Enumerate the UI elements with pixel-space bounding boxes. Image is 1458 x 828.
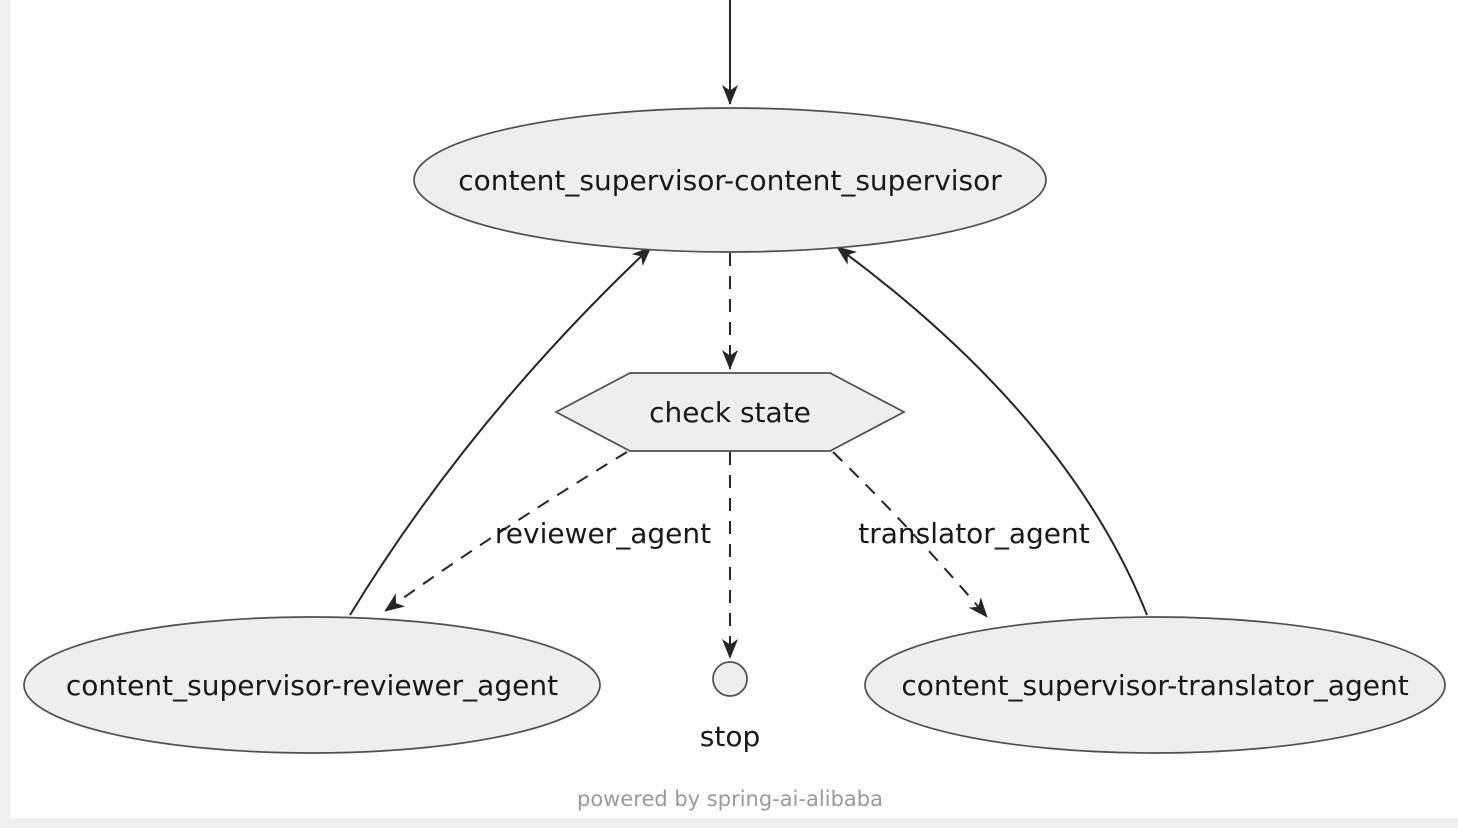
edge-translator-to-supervisor [836, 246, 1148, 616]
stop-circle [712, 661, 748, 697]
edge-reviewer-to-supervisor [349, 246, 652, 616]
supervisor-label: content_supervisor-content_supervisor [458, 164, 1002, 197]
node-translator-agent: content_supervisor-translator_agent [864, 616, 1446, 754]
stop-label: stop [700, 720, 760, 753]
translator-label: content_supervisor-translator_agent [901, 669, 1408, 702]
reviewer-label: content_supervisor-reviewer_agent [66, 669, 558, 702]
node-stop: stop [700, 661, 760, 753]
node-content-supervisor: content_supervisor-content_supervisor [413, 107, 1047, 253]
edge-check-state-to-translator [832, 451, 988, 618]
node-check-state: check state [554, 372, 906, 452]
check-state-label: check state [649, 396, 811, 429]
node-reviewer-agent: content_supervisor-reviewer_agent [23, 616, 601, 754]
supervisor-ellipse [413, 107, 1047, 253]
edge-label-reviewer-agent: reviewer_agent [495, 517, 711, 550]
footer-credit: powered by spring-ai-alibaba [577, 787, 883, 811]
edge-check-state-to-reviewer [384, 451, 628, 612]
check-state-hexagon [554, 372, 906, 452]
edge-label-translator-agent: translator_agent [858, 517, 1089, 550]
translator-ellipse [864, 616, 1446, 754]
reviewer-ellipse [23, 616, 601, 754]
